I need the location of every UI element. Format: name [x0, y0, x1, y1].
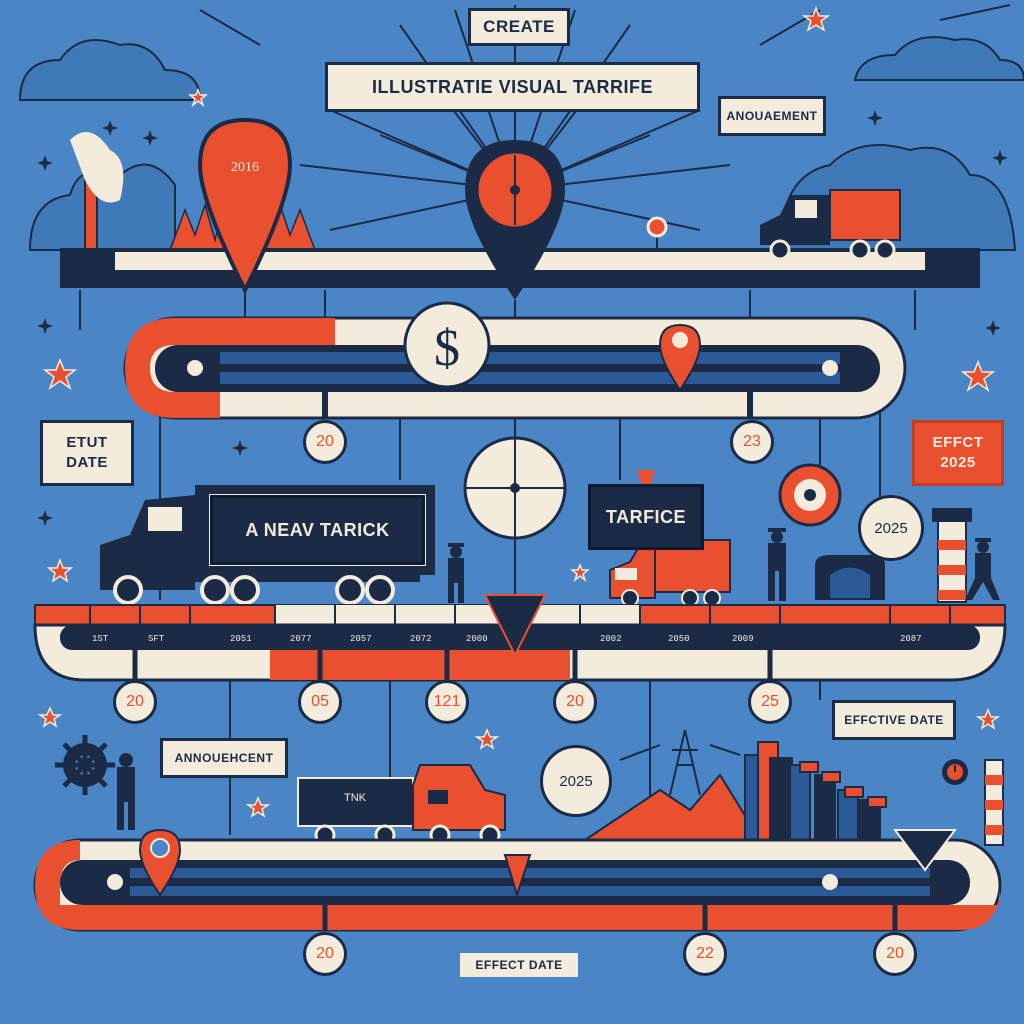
- gear-icon-lower: [55, 735, 115, 795]
- timeline-2-marker-4: 20: [553, 680, 597, 724]
- target-right: [778, 463, 842, 527]
- start-date-line-1: ETUT: [66, 434, 108, 451]
- tarfice-panel: TARFICE: [588, 484, 704, 550]
- create-label: CREATE: [468, 8, 570, 46]
- timeline-2-marker-1: 20: [113, 680, 157, 724]
- map-pin-timeline-1: [658, 323, 702, 392]
- city-skyline: [744, 741, 887, 841]
- machine-gate: [815, 555, 885, 600]
- timeline-2-tick-7: 2000: [466, 634, 488, 644]
- timeline-2-marker-2: 05: [298, 680, 342, 724]
- orange-marker-timeline-3: [503, 854, 532, 899]
- timeline-3-marker-2: 22: [683, 932, 727, 976]
- timeline-1: $: [123, 301, 907, 420]
- crosshair-target: [463, 436, 567, 540]
- timeline-2-tick-11: 2087: [900, 634, 922, 644]
- person-figure-1: [448, 543, 464, 603]
- person-figure-2: [768, 528, 786, 601]
- start-date-label: ETUT DATE: [40, 420, 134, 486]
- effective-date-label: EFFCTIVE DATE: [832, 700, 956, 740]
- banner-title: ILLUSTRATIE VISUAL TARRIFE: [325, 62, 700, 112]
- start-date-line-2: DATE: [66, 454, 108, 471]
- timeline-2-marker-5: 25: [748, 680, 792, 724]
- clock-icon: [942, 759, 968, 785]
- timeline-2-tick-10: 2009: [732, 634, 754, 644]
- timeline-3-marker-1: 20: [303, 932, 347, 976]
- lighthouse-tower: [932, 508, 972, 603]
- timeline-2: [33, 594, 1007, 682]
- sparkle-decorations: [37, 110, 1008, 526]
- cloud-top-right: [853, 36, 1024, 81]
- svg-text:$: $: [434, 320, 460, 377]
- timeline-3: [33, 828, 1002, 932]
- power-pylon: [619, 729, 741, 796]
- timeline-2-tick-9: 2050: [668, 634, 690, 644]
- truck-trailer-panel: A NEAV TARICK: [210, 495, 425, 565]
- small-pin-top: [646, 216, 668, 250]
- badge-2025-right: 2025: [858, 495, 924, 561]
- effect-2025-label: EFFCT 2025: [912, 420, 1004, 486]
- timeline-1-marker-2: 23: [730, 420, 774, 464]
- truck-top-right: [760, 189, 901, 261]
- map-pin-timeline-3: [138, 828, 182, 897]
- timeline-2-tick-8: 2002: [600, 634, 622, 644]
- timeline-2-tick-4: 2077: [290, 634, 312, 644]
- timeline-1-marker-1: 20: [303, 420, 347, 464]
- announcement-label-lower: ANNOUEHCENT: [160, 738, 288, 778]
- timeline-2-tick-5: 2057: [350, 634, 372, 644]
- person-figure-3: [965, 538, 1000, 600]
- person-figure-4: [117, 753, 135, 830]
- timeline-2-marker-3: 121: [425, 680, 469, 724]
- timeline-2-tick-1: 1ST: [92, 634, 109, 644]
- truck-lower: [297, 764, 506, 846]
- dark-marker-timeline-3: [893, 829, 957, 872]
- down-arrow-marker: [483, 594, 547, 658]
- dollar-coin: [403, 301, 491, 389]
- smoke-left: [70, 132, 124, 203]
- timeline-2-tick-2: SFT: [148, 634, 165, 644]
- badge-2025-center: 2025: [540, 745, 612, 817]
- lower-truck-label: TNK: [344, 792, 366, 804]
- announcement-label-top: ANOUAEMENT: [718, 96, 826, 136]
- effect-date-bottom-label: EFFECT DATE: [460, 953, 578, 977]
- cloud-top-left: [18, 39, 202, 101]
- effect-label-line-2: 2025: [940, 454, 976, 471]
- year-pin-text: 2016: [231, 160, 259, 175]
- timeline-2-tick-6: 2072: [410, 634, 432, 644]
- effect-label-line-1: EFFCT: [932, 434, 984, 451]
- timeline-3-marker-3: 20: [873, 932, 917, 976]
- timeline-2-tick-3: 2051: [230, 634, 252, 644]
- star-decorations: [37, 5, 1001, 818]
- chimney-right-lower: [984, 759, 1004, 846]
